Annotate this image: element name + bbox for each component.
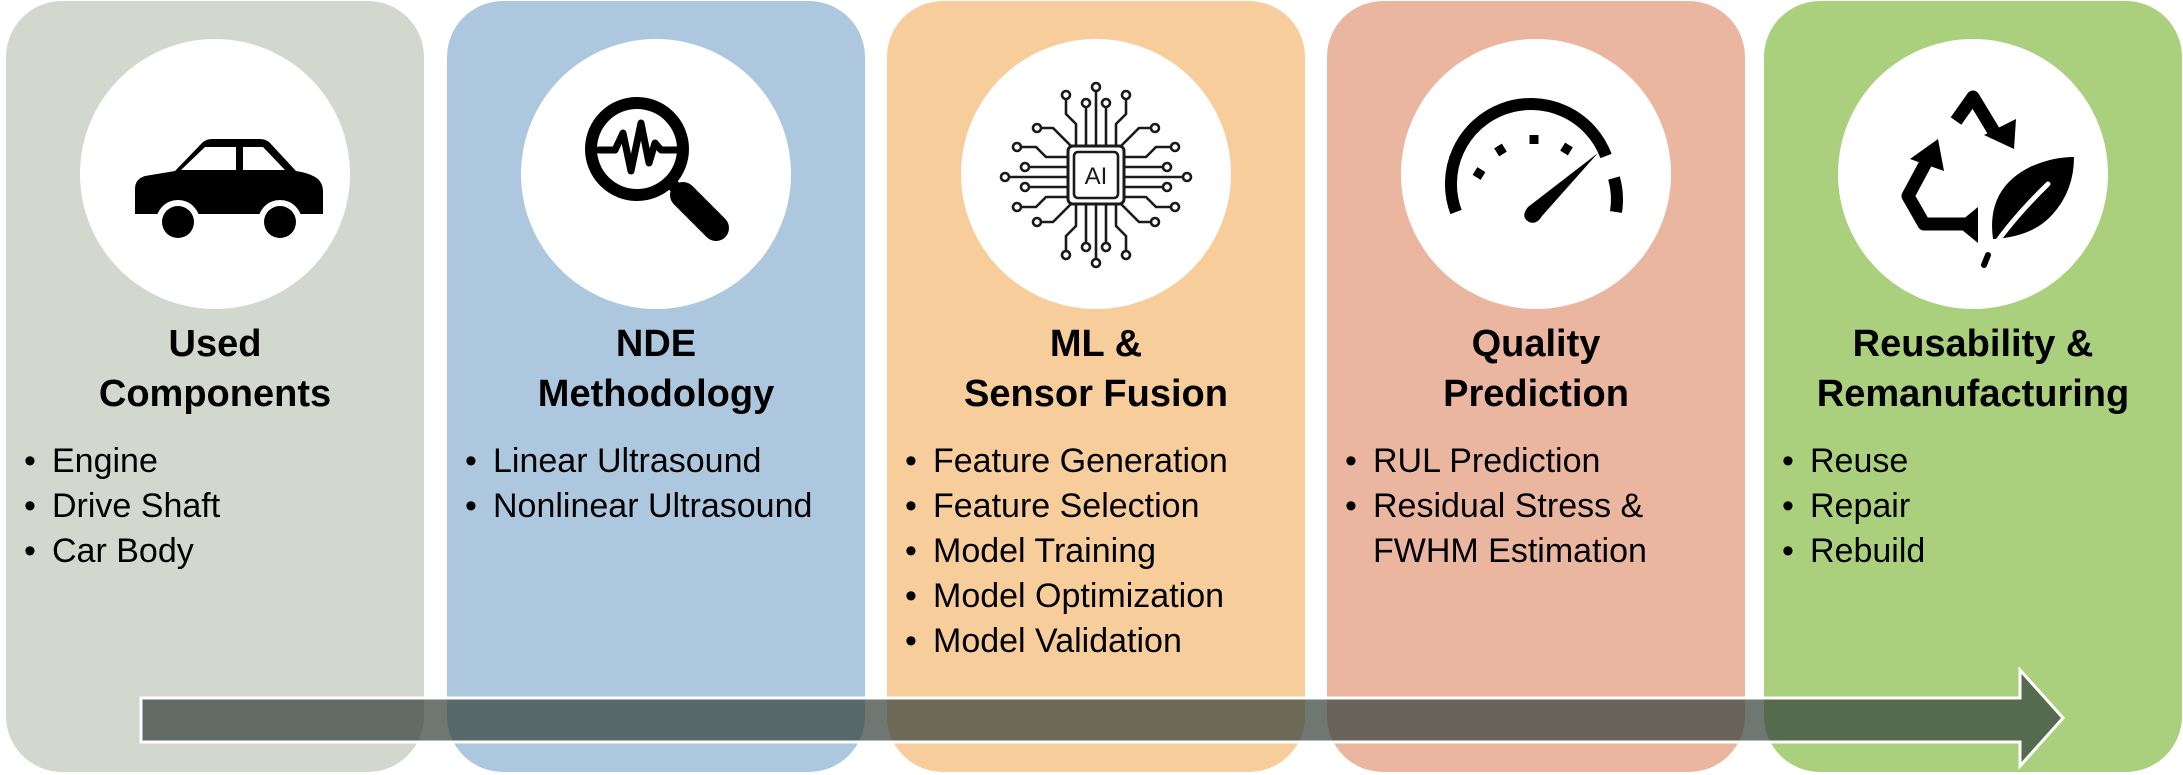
- stage-item-list: •Engine •Drive Shaft •Car Body: [24, 439, 220, 574]
- list-item: •Repair: [1782, 487, 1911, 525]
- recycle-leaf-icon: [1901, 90, 2074, 268]
- magnifier-waveform-icon: [585, 97, 729, 241]
- stage-title: Used Components: [98, 323, 332, 415]
- stage-panel-nde-methodology: NDE Methodology •Linear Ultrasound •Nonl…: [447, 1, 865, 772]
- chip-label: AI: [1085, 163, 1108, 190]
- icon-circle: [80, 39, 350, 309]
- stage-panel-reusability-remanufacturing: Reusability & Remanufacturing •Reuse •Re…: [1764, 1, 2182, 772]
- list-item: •Drive Shaft: [24, 487, 221, 525]
- icon-circle: [1838, 39, 2108, 309]
- car-icon: [135, 139, 323, 244]
- stage-item-list: •RUL Prediction •Residual Stress &FWHM E…: [1345, 439, 1647, 574]
- list-item: •Model Training: [905, 532, 1157, 570]
- stage-panel-quality-prediction: Quality Prediction •RUL Prediction •Resi…: [1327, 1, 1745, 772]
- stage-title: NDE Methodology: [537, 323, 775, 415]
- list-item: •Nonlinear Ultrasound: [465, 487, 813, 525]
- stage-item-list: •Linear Ultrasound •Nonlinear Ultrasound: [465, 439, 812, 529]
- icon-circle: AI: [961, 39, 1231, 309]
- list-item: •Engine: [24, 442, 158, 480]
- list-item: •Residual Stress &FWHM Estimation: [1345, 487, 1647, 570]
- stage-title: Reusability & Remanufacturing: [1816, 323, 2130, 415]
- list-item: •Model Optimization: [905, 577, 1225, 615]
- list-item: •Car Body: [24, 532, 194, 570]
- list-item: •Reuse: [1782, 442, 1909, 480]
- list-item: •Model Validation: [905, 622, 1182, 660]
- stage-panel-ml-sensor-fusion: AI ML & Sensor Fusion •Feature Generatio…: [887, 1, 1305, 772]
- icon-circle: [521, 39, 791, 309]
- list-item: •Feature Selection: [905, 487, 1200, 525]
- stage-title: ML & Sensor Fusion: [964, 323, 1228, 415]
- list-item: •Feature Generation: [905, 442, 1228, 480]
- stage-panel-used-components: Used Components •Engine •Drive Shaft •Ca…: [6, 1, 424, 772]
- stage-item-list: •Feature Generation •Feature Selection •…: [905, 439, 1228, 664]
- speedometer-icon: [1444, 97, 1623, 223]
- stage-item-list: •Reuse •Repair •Rebuild: [1782, 439, 1925, 574]
- list-item: •Linear Ultrasound: [465, 442, 762, 480]
- list-item: •Rebuild: [1782, 532, 1926, 570]
- stage-title: Quality Prediction: [1443, 323, 1629, 415]
- ai-chip-icon: AI: [999, 81, 1193, 269]
- icon-circle: [1401, 39, 1671, 309]
- list-item: •RUL Prediction: [1345, 442, 1601, 480]
